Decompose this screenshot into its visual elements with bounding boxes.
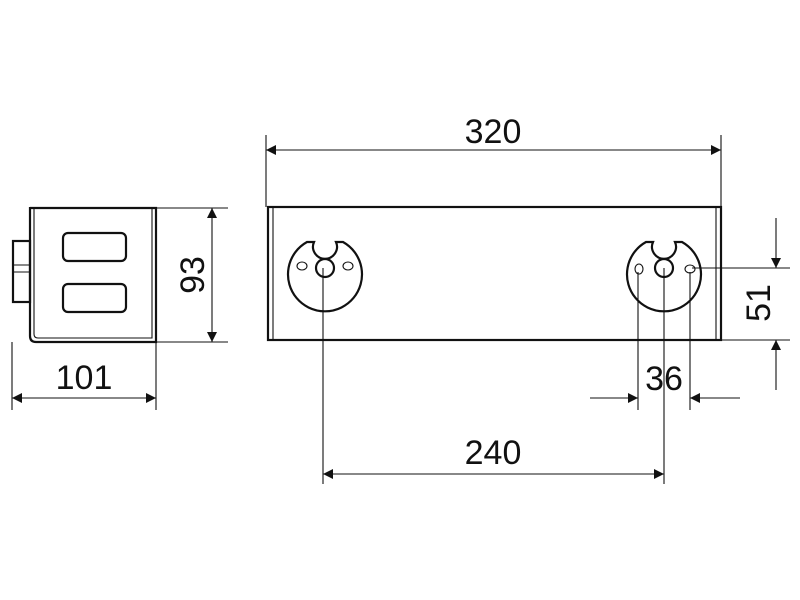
dimension-slot-spacing-label: 36 bbox=[645, 360, 683, 398]
dimension-side-height-label: 93 bbox=[174, 256, 212, 294]
dimension-mounting-spacing: 240 bbox=[322, 268, 665, 484]
dimension-slot-height: 51 bbox=[692, 218, 790, 390]
dimension-side-height: 93 bbox=[156, 207, 228, 343]
side-slot-upper bbox=[61, 231, 128, 263]
mounting-bracket-left bbox=[286, 240, 364, 313]
dimension-overall-length-label: 320 bbox=[465, 113, 522, 151]
dimension-overall-length: 320 bbox=[265, 113, 722, 207]
dimension-slot-height-label: 51 bbox=[740, 284, 778, 322]
dimension-mounting-spacing-label: 240 bbox=[465, 434, 522, 472]
dimension-slot-spacing: 36 bbox=[590, 272, 740, 410]
dimension-side-width-label: 101 bbox=[56, 359, 113, 397]
front-view bbox=[266, 205, 723, 342]
dimension-side-width: 101 bbox=[11, 342, 157, 410]
side-view bbox=[11, 206, 158, 344]
side-slot-lower bbox=[61, 282, 128, 314]
